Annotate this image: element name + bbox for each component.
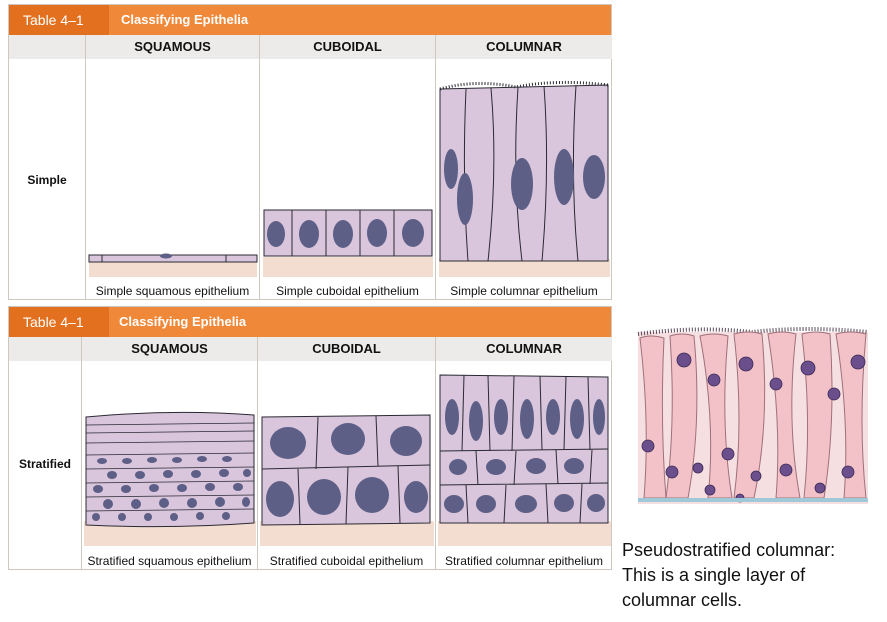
column-header-cuboidal: CUBOIDAL <box>257 337 435 361</box>
simple-epithelia-table: Table 4–1 Classifying Epithelia SQUAMOUS… <box>8 4 612 300</box>
stratified-columnar-illustration <box>438 374 611 546</box>
simple-squamous-illustration <box>88 253 258 277</box>
cell-stratified-cuboidal: Stratified cuboidal epithelium <box>257 361 435 570</box>
row-label-simple: Simple <box>27 173 67 187</box>
table-title: Classifying Epithelia <box>121 12 249 27</box>
cell-simple-cuboidal: Simple cuboidal epithelium <box>259 59 435 300</box>
column-header-squamous: SQUAMOUS <box>85 35 259 59</box>
stratified-cuboidal-illustration <box>260 414 434 546</box>
table-number: Table 4–1 <box>9 5 109 35</box>
caption-stratified-squamous: Stratified squamous epithelium <box>87 554 252 568</box>
pseudostratified-caption: Pseudostratified columnar: This is a sin… <box>622 538 884 613</box>
column-header-squamous: SQUAMOUS <box>81 337 257 361</box>
caption-stratified-columnar: Stratified columnar epithelium <box>444 554 604 568</box>
caption-stratified-cuboidal: Stratified cuboidal epithelium <box>269 554 424 568</box>
caption-simple-squamous: Simple squamous epithelium <box>95 284 250 298</box>
cell-simple-columnar: Simple columnar epithelium <box>435 59 612 300</box>
caption-simple-columnar: Simple columnar epithelium <box>450 284 598 298</box>
caption-line-3: columnar cells. <box>622 590 743 610</box>
column-header-cuboidal: CUBOIDAL <box>259 35 435 59</box>
row-label-stratified: Stratified <box>18 457 71 471</box>
pseudostratified-columnar-illustration <box>636 322 870 512</box>
simple-cuboidal-illustration <box>263 209 433 277</box>
column-header-columnar: COLUMNAR <box>435 35 612 59</box>
cell-stratified-squamous: Stratified squamous epithelium <box>81 361 257 570</box>
cell-simple-squamous: Simple squamous epithelium <box>85 59 259 300</box>
cell-stratified-columnar: Stratified columnar epithelium <box>435 361 612 570</box>
table-header-bar: Table 4–1 Classifying Epithelia <box>9 307 611 337</box>
simple-columnar-illustration <box>439 80 610 277</box>
table-title: Classifying Epithelia <box>119 314 247 329</box>
table-number: Table 4–1 <box>9 307 109 337</box>
caption-simple-cuboidal: Simple cuboidal epithelium <box>276 284 419 298</box>
corner-header <box>9 35 85 59</box>
stratified-squamous-illustration <box>84 411 256 546</box>
column-header-columnar: COLUMNAR <box>435 337 612 361</box>
stratified-epithelia-table: Table 4–1 Classifying Epithelia SQUAMOUS… <box>8 306 612 570</box>
caption-line-2: This is a single layer of <box>622 565 806 585</box>
table-header-bar: Table 4–1 Classifying Epithelia <box>9 5 611 35</box>
caption-line-1: Pseudostratified columnar: <box>622 540 836 560</box>
corner-header <box>9 337 81 361</box>
